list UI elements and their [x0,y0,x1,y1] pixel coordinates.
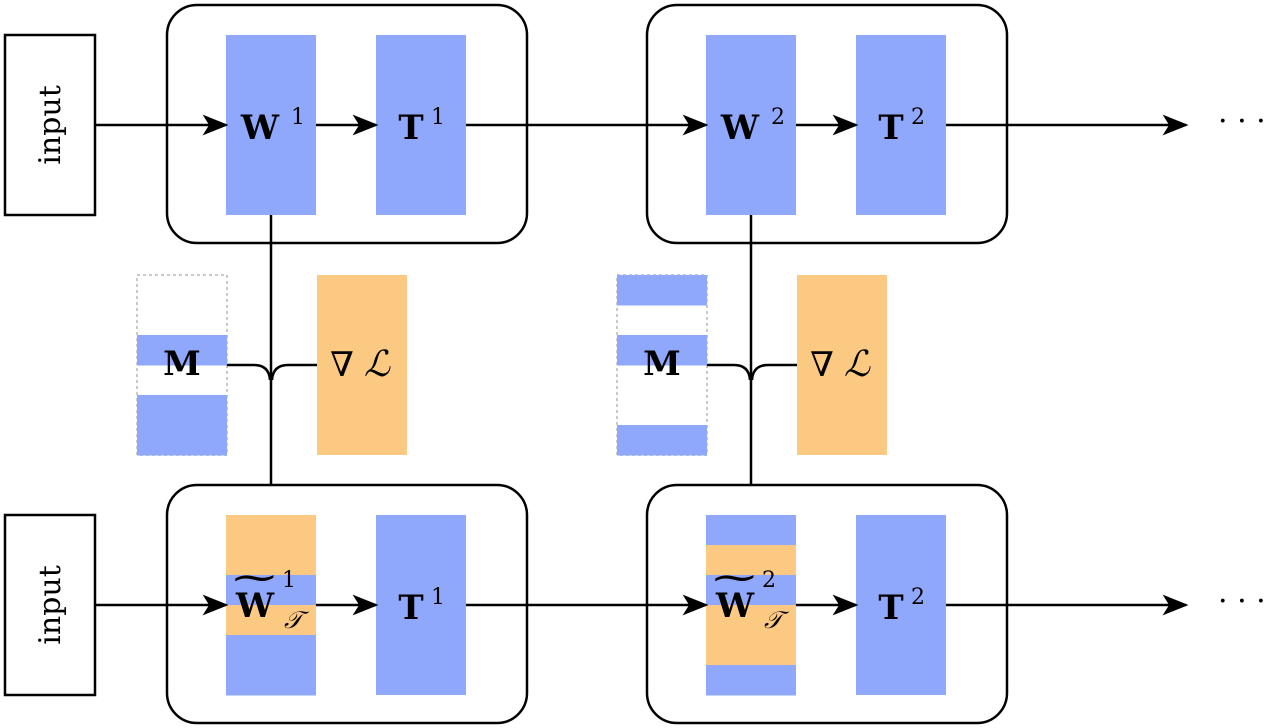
merge-connector-layer1 [227,215,317,517]
updated-w2-cell-1 [706,545,796,576]
updated-w1-cell-0 [226,515,316,546]
w2-task-label: W [715,586,755,626]
t2-label-bottom: T [878,588,903,628]
t2-transform-bar-bottom [856,515,946,695]
input-label-top: input [33,85,68,165]
updated-w1-cell-5 [226,665,316,696]
w1-task-label: W [235,586,275,626]
t2-transform-bar [856,35,946,215]
t1-transform-bar [376,35,466,215]
merge-connector-layer2 [707,215,797,517]
w2-tilde: ~ [709,555,760,599]
mask1-label: M [163,344,201,384]
t2-superscript-bottom: 2 [911,585,925,610]
updated-w2-cell-5 [706,665,796,696]
updated-w2-cell-0 [706,515,796,546]
mask1-cell-4 [137,395,227,426]
grad1-nabla: ∇ [330,345,354,385]
updated-w2-cell-4 [706,635,796,666]
mask-bar-layer2: M [616,274,708,456]
t1-label: T [398,108,423,148]
mask2-cell-0 [617,275,707,306]
w2-weight-bar [706,35,796,215]
w2-task-superscript: 2 [762,568,776,593]
w1-weight-bar [226,35,316,215]
grad-bar-layer1: ∇ ℒ [317,275,407,455]
ellipsis-top: · · · [1218,104,1266,139]
t2-superscript: 2 [911,105,925,130]
updated-w2-cell-3 [706,605,796,636]
t1-superscript-bottom: 1 [431,585,445,610]
w1-superscript: 1 [291,105,305,130]
updated-w2-cell-2 [706,575,796,606]
grad2-nabla: ∇ [810,345,834,385]
w1-tilde: ~ [229,555,280,599]
mask2-label: M [643,344,681,384]
grad1-loss: ℒ [364,344,391,385]
updated-w1-cell-1 [226,545,316,576]
mask2-cell-2 [617,335,707,366]
mask2-cell-5 [617,425,707,456]
w2-label: W [720,108,760,148]
mask1-cell-5 [137,425,227,456]
ellipsis-bottom: · · · [1218,584,1266,619]
w2-superscript: 2 [771,105,785,130]
w1-task-superscript: 1 [282,568,296,593]
grad2-loss: ℒ [844,344,871,385]
t1-superscript: 1 [431,105,445,130]
updated-w1-cell-4 [226,635,316,666]
mask1-cell-2 [137,335,227,366]
updated-w1-cell-2 [226,575,316,606]
t1-label-bottom: T [398,588,423,628]
input-label-bottom: input [33,565,68,645]
grad-bar-layer2: ∇ ℒ [797,275,887,455]
t2-label: T [878,108,903,148]
w1-label: W [240,108,280,148]
t1-transform-bar-bottom [376,515,466,695]
mask-bar-layer1: M [136,274,228,456]
input-box-bottom: input [3,513,97,697]
updated-w1-cell-3 [226,605,316,636]
input-box-top: input [3,33,97,217]
